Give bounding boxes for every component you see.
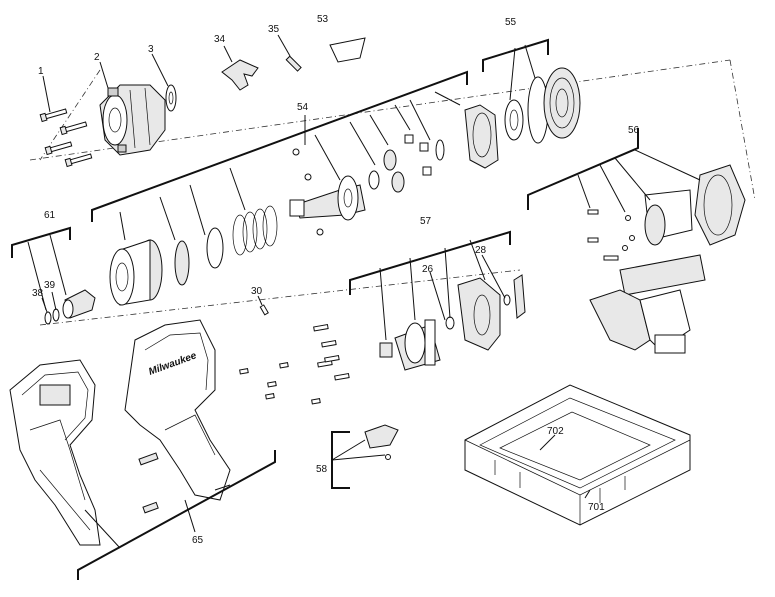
bit-holder-parts <box>44 289 96 325</box>
callout-65: 65 <box>192 535 204 546</box>
impact-mechanism-parts <box>109 205 278 306</box>
callout-39: 39 <box>44 280 56 291</box>
front-housing-part <box>99 84 166 156</box>
callout-55: 55 <box>505 17 517 28</box>
right-housing-half: Milwaukee <box>124 319 231 501</box>
motor-parts <box>379 274 526 371</box>
left-housing-half <box>9 359 101 546</box>
gear-assembly-parts <box>289 104 499 236</box>
callout-labels: 1 2 3 34 35 53 54 55 56 61 38 39 57 26 2… <box>32 14 640 546</box>
screw-part <box>259 304 269 316</box>
callout-brackets <box>11 34 701 580</box>
callout-56: 56 <box>628 125 640 136</box>
callout-26: 26 <box>422 264 434 275</box>
callout-58: 58 <box>316 464 328 475</box>
callout-2: 2 <box>94 52 100 63</box>
callout-61: 61 <box>44 210 56 221</box>
carrying-case <box>464 384 691 526</box>
electronics-parts <box>587 164 746 354</box>
callout-1: 1 <box>38 66 44 77</box>
housing-screws <box>138 324 350 514</box>
callout-702: 702 <box>547 426 564 437</box>
callout-30: 30 <box>251 286 263 297</box>
washer-part <box>165 84 177 112</box>
callout-57: 57 <box>420 216 432 227</box>
callout-54: 54 <box>297 102 309 113</box>
screw-set-1 <box>39 108 93 168</box>
endcap-parts <box>504 67 581 144</box>
callout-701: 701 <box>588 502 605 513</box>
callout-28: 28 <box>475 245 487 256</box>
callout-35: 35 <box>268 24 280 35</box>
label-part <box>329 37 366 63</box>
callout-3: 3 <box>148 44 154 55</box>
callout-38: 38 <box>32 288 44 299</box>
callout-34: 34 <box>214 34 226 45</box>
pin-part <box>285 55 302 72</box>
callout-53: 53 <box>317 14 329 25</box>
belt-clip-parts <box>364 424 399 460</box>
clip-part <box>221 59 259 91</box>
